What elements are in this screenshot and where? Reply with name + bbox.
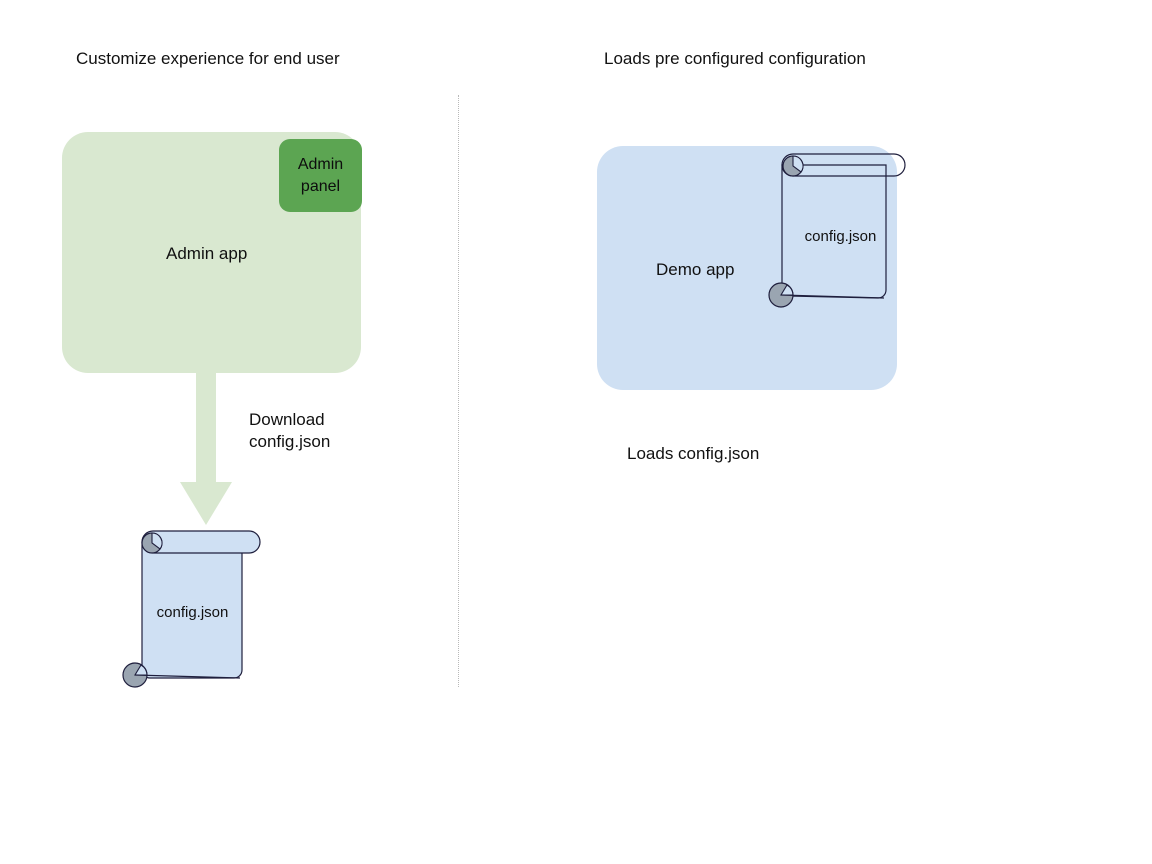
- column-divider: [458, 95, 459, 687]
- config-json-label-left: config.json: [156, 604, 229, 621]
- loads-config-caption: Loads config.json: [627, 444, 760, 463]
- download-arrow-icon: [178, 372, 234, 527]
- config-json-document-right[interactable]: [768, 152, 909, 308]
- admin-panel-label-line2: panel: [300, 177, 341, 195]
- config-json-document-left[interactable]: [120, 528, 265, 688]
- admin-panel-box[interactable]: Admin panel: [279, 139, 362, 212]
- download-arrow-label: Download config.json: [249, 409, 330, 453]
- admin-panel-label-line1: Admin: [297, 155, 344, 173]
- config-json-label-right: config.json: [804, 228, 877, 245]
- right-column-title: Loads pre configured configuration: [604, 49, 866, 68]
- download-arrow-label-line2: config.json: [249, 432, 331, 451]
- download-arrow-label-line1: Download: [249, 410, 325, 429]
- admin-app-label: Admin app: [166, 244, 248, 263]
- demo-app-container: [597, 146, 897, 390]
- left-column-title: Customize experience for end user: [76, 49, 340, 68]
- demo-app-label: Demo app: [656, 260, 735, 279]
